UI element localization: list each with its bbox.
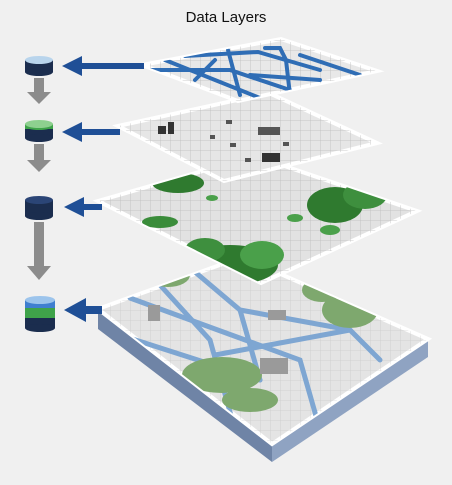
arrow-composite (64, 298, 102, 322)
diagram-title: Data Layers (185, 9, 267, 26)
base-side-right (272, 339, 428, 462)
building-icons (158, 120, 289, 162)
base-side-left (98, 309, 272, 462)
composite-roads (117, 269, 383, 433)
database-icon-roads (25, 56, 53, 76)
database-icon-buildings (25, 120, 53, 142)
down-arrow-icon (27, 144, 51, 172)
buildings-layer (112, 90, 383, 184)
down-arrow-icon (27, 222, 51, 280)
cylinder-stack (25, 56, 55, 332)
database-icon-vegetation (25, 196, 53, 220)
arrow-roads (62, 56, 144, 76)
arrow-vegetation (64, 197, 102, 217)
layer-arrows (62, 56, 144, 322)
composite-buildings (148, 305, 288, 374)
down-arrow-icon (27, 78, 51, 104)
database-icon-composite (25, 296, 55, 332)
roads-layer (134, 36, 385, 104)
road-network (148, 46, 362, 100)
arrow-buildings (62, 122, 120, 142)
